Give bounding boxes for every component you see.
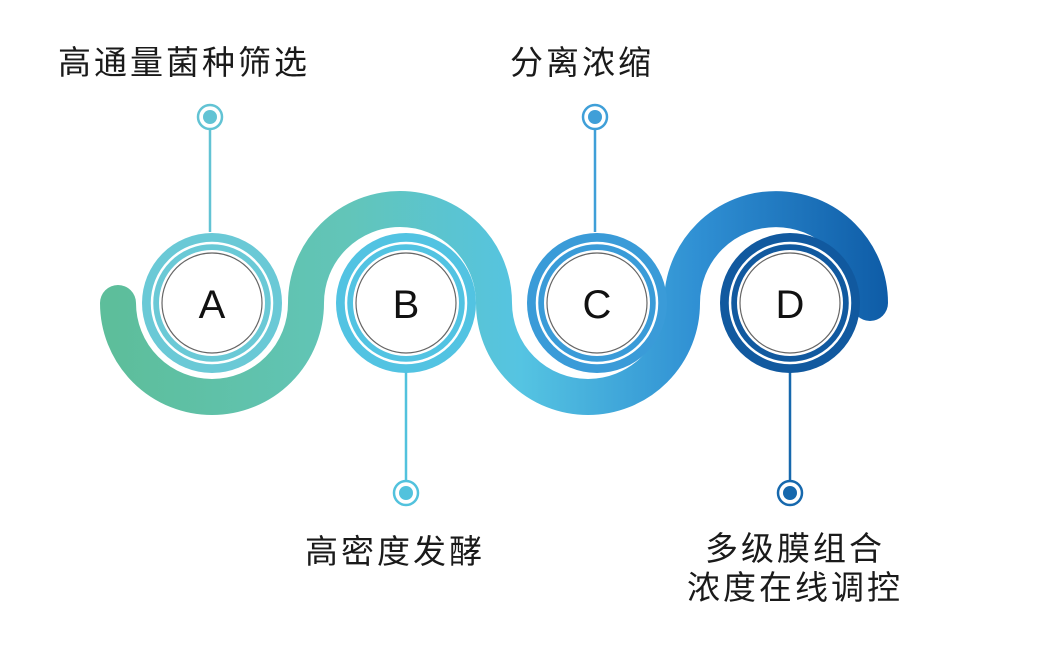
node-b-letter: B: [393, 283, 420, 327]
step-d-label: 多级膜组合 浓度在线调控: [660, 529, 930, 608]
connector-a: [196, 103, 224, 232]
step-d-label-line2: 浓度在线调控: [687, 567, 903, 607]
node-a: A: [142, 233, 282, 373]
node-b: B: [336, 233, 476, 373]
step-b-label: 高密度发酵: [305, 532, 485, 571]
step-c-label: 分离浓缩: [510, 43, 654, 82]
node-d-letter: D: [776, 283, 805, 327]
connector-b: [392, 372, 420, 507]
step-d-label-line1: 多级膜组合: [705, 529, 885, 568]
node-a-letter: A: [199, 283, 226, 327]
connector-d: [776, 372, 804, 507]
node-d: D: [720, 233, 860, 373]
wave-band: [100, 191, 888, 415]
step-a-label: 高通量菌种筛选: [58, 43, 310, 82]
node-c-letter: C: [583, 283, 612, 327]
node-c: C: [527, 233, 667, 373]
connector-c: [581, 103, 609, 232]
